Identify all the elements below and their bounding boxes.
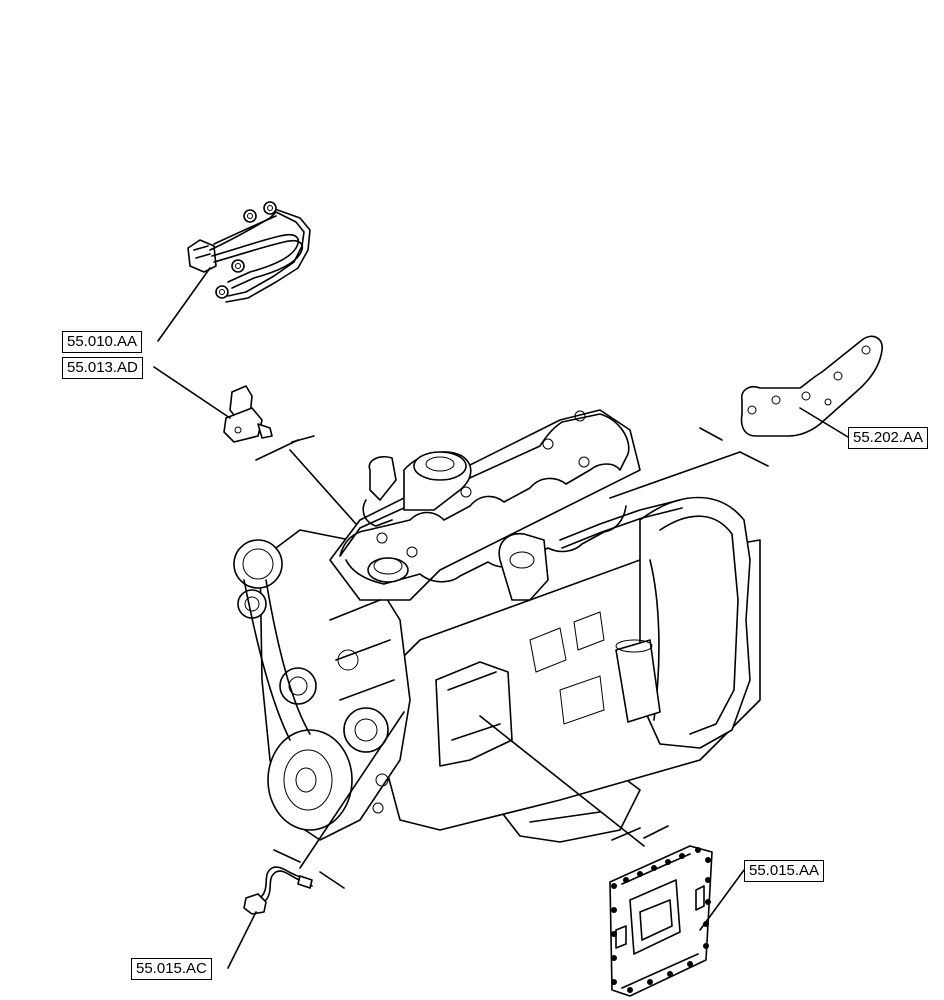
callout-55-202-aa[interactable]: 55.202.AA	[848, 427, 929, 449]
speed-sensor-part[interactable]	[243, 866, 313, 915]
callout-55-013-ad[interactable]: 55.013.AD	[62, 357, 143, 379]
callout-55-015-ac[interactable]: 55.015.AC	[131, 958, 212, 980]
pressure-sensor-part[interactable]	[223, 385, 273, 443]
engine-assembly	[233, 409, 761, 843]
callout-55-010-aa[interactable]: 55.010.AA	[62, 331, 143, 353]
injector-harness-part[interactable]	[187, 201, 311, 303]
leader-lines	[153, 267, 849, 969]
ecu-module-part[interactable]	[609, 845, 713, 997]
manifold-gasket-part[interactable]	[740, 335, 883, 437]
callout-55-015-aa[interactable]: 55.015.AA	[744, 860, 825, 882]
section-break-lines	[255, 427, 769, 889]
